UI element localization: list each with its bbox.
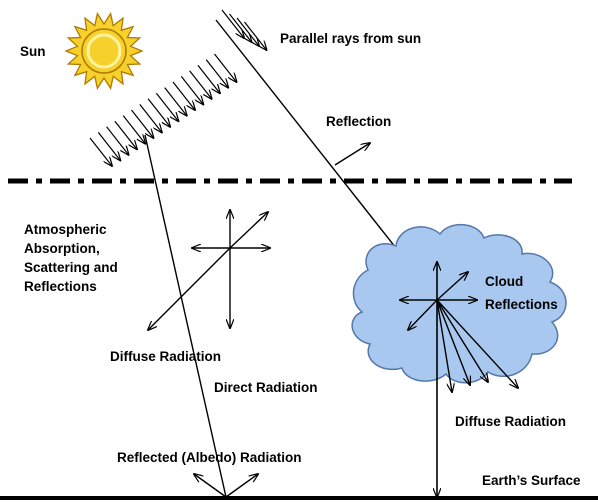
cloud-label-1: Cloud (485, 274, 523, 289)
earth-surface-label: Earth’s Surface (482, 473, 581, 488)
atmospheric-label-4: Reflections (24, 279, 97, 294)
sun-ray (189, 70, 212, 99)
sun-ray (172, 81, 195, 110)
cloud-scatter-arrow (436, 299, 452, 392)
sun-ray (221, 9, 244, 38)
sun-label: Sun (20, 44, 46, 59)
diffuse-radiation-right-label: Diffuse Radiation (455, 414, 566, 429)
direct-radiation-line (144, 134, 227, 498)
diffuse-radiation-left-label: Diffuse Radiation (110, 349, 221, 364)
cloud-shape (351, 224, 567, 384)
sun-ray (180, 76, 203, 104)
cloud-label-2: Reflections (485, 297, 558, 312)
scatter-arrow (148, 247, 231, 330)
albedo-arrow-left (194, 474, 227, 498)
sun-ray (139, 104, 162, 132)
sun-ray (205, 59, 228, 88)
atmospheric-label-3: Scattering and (24, 260, 118, 275)
sun-ray (131, 109, 154, 138)
sun-ray (236, 17, 259, 46)
sun-ray (155, 92, 178, 121)
parallel-rays-label: Parallel rays from sun (280, 31, 421, 46)
sun-ray (89, 137, 112, 166)
sun-ray (114, 120, 137, 149)
direct-radiation-label: Direct Radiation (214, 380, 318, 395)
scatter-arrow (229, 212, 268, 249)
sun-ray (164, 87, 187, 116)
cloud-scatter-arrow (436, 299, 518, 388)
sun-ray (106, 126, 129, 155)
albedo-radiation-label: Reflected (Albedo) Radiation (117, 450, 302, 465)
sun-ray (147, 98, 170, 127)
reflection-label: Reflection (326, 114, 391, 129)
cloud-scatter-arrow (408, 299, 438, 330)
sun-ray (122, 115, 145, 144)
atmospheric-label-1: Atmospheric (24, 222, 107, 237)
sun-ray (244, 21, 267, 50)
cloud-scatter-arrows (400, 272, 518, 392)
sun-ray (214, 53, 237, 82)
parallel-rays (89, 9, 267, 166)
cloud-scatter-arrow (436, 299, 470, 385)
reflection-arrow (334, 143, 370, 166)
sun-ray (197, 64, 220, 93)
atmospheric-label-2: Absorption, (24, 241, 100, 256)
sun-ray (97, 132, 120, 160)
atmospheric-scatter-arrows (148, 210, 270, 330)
sun-highlight (86, 33, 122, 69)
cloud-scatter-arrow (436, 272, 468, 301)
cloud-scatter-arrow (436, 299, 488, 382)
albedo-arrow-right (225, 474, 258, 498)
sun-ray (229, 13, 252, 42)
sun-icon (64, 11, 144, 91)
